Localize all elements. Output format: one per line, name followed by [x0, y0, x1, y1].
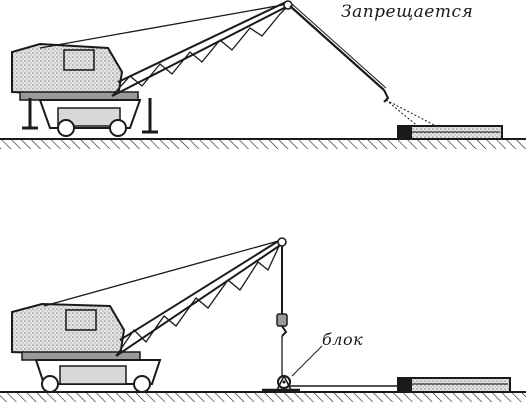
hook: [383, 89, 390, 103]
wheel: [57, 119, 75, 137]
outrigger: [142, 98, 158, 134]
crane-top: [11, 0, 441, 137]
pulley-block: [262, 374, 300, 393]
load-top: [397, 125, 503, 140]
scene-block: [0, 237, 526, 402]
wheel: [133, 375, 151, 393]
ground-line-bottom: [0, 391, 526, 402]
wheel: [41, 375, 59, 393]
wheel: [109, 119, 127, 137]
block-label: блок: [322, 330, 364, 349]
ground-line-top: [0, 138, 526, 149]
crane-boom-top: [111, 1, 289, 97]
crane-bottom: [11, 237, 288, 393]
outrigger: [22, 98, 38, 130]
block-leader-line: [291, 345, 323, 377]
hook: [281, 325, 288, 337]
forbidden-label: Запрещается: [341, 2, 474, 22]
load-bottom: [397, 377, 511, 393]
scene-forbidden: [0, 0, 526, 149]
crane-boom-bottom: [115, 239, 283, 357]
hoist-rope-inclined: [289, 5, 385, 91]
sling: [385, 99, 441, 129]
